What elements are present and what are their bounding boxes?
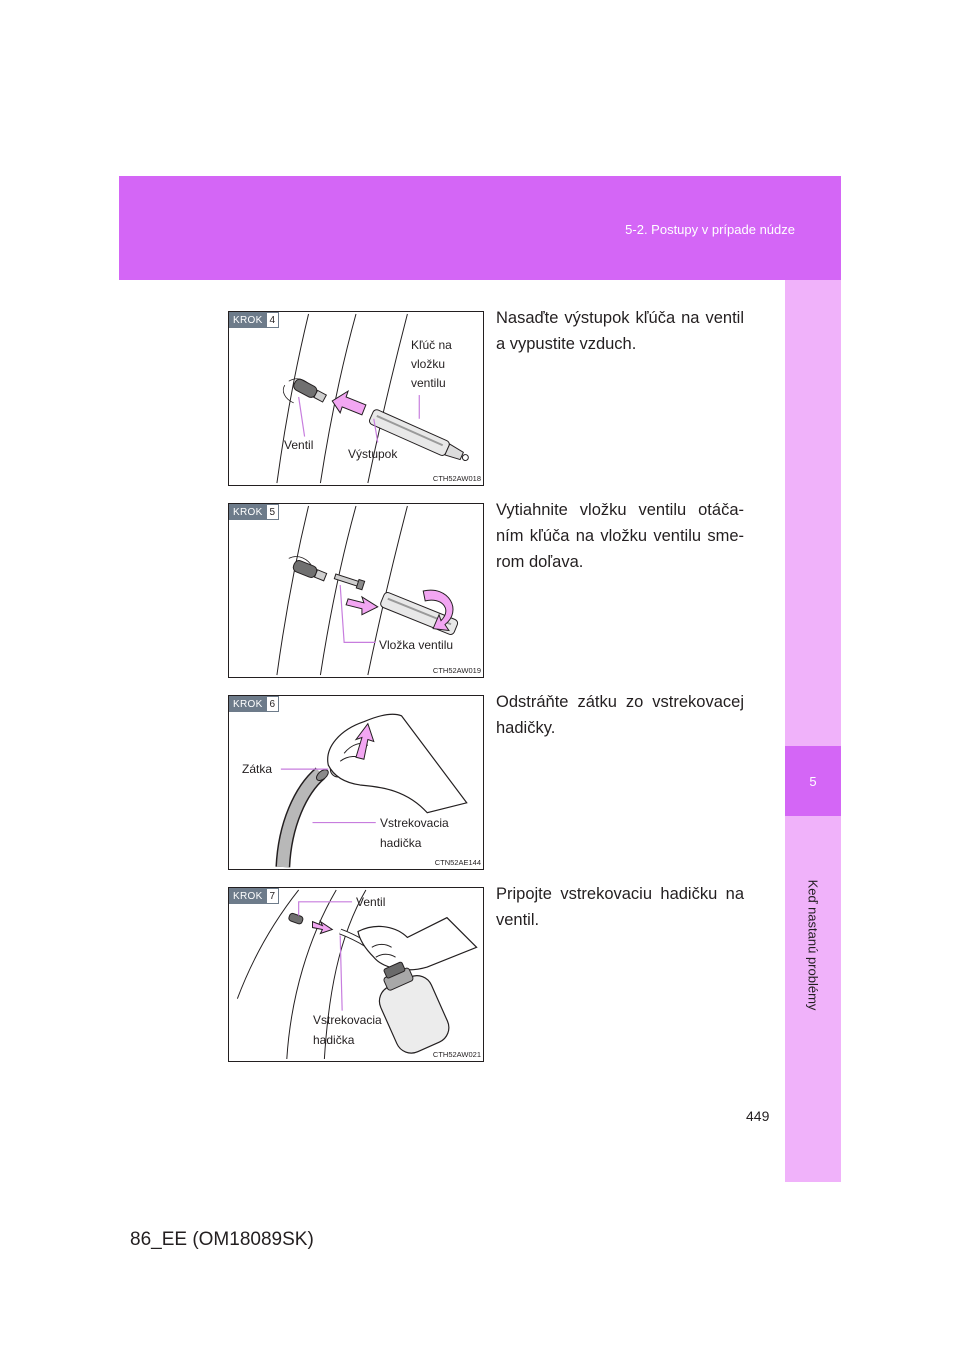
chapter-title: Keď nastanú problémy bbox=[805, 879, 821, 1011]
chapter-title-vertical: Keď nastanú problémy bbox=[785, 830, 841, 1060]
step-badge-number: 4 bbox=[266, 312, 280, 328]
callout-valve-core: Vložka ventilu bbox=[379, 638, 454, 652]
step-badge-label: KROK bbox=[229, 696, 267, 712]
step-5-text: Vytiahnite vložku ventilu otáča-ním kľúč… bbox=[496, 501, 744, 571]
step-badge: KROK 7 bbox=[229, 888, 280, 904]
page-number: 449 bbox=[746, 1108, 770, 1124]
callout-hose-line-2: hadička bbox=[380, 836, 422, 850]
step-badge-number: 5 bbox=[266, 504, 280, 520]
figure-step-7: KROK 7 Ventil Vstrekovacia hadička CTH52… bbox=[228, 887, 484, 1062]
valve-core-removal-illustration bbox=[276, 505, 459, 676]
hose-connect-illustration bbox=[236, 889, 478, 1060]
step-badge-number: 6 bbox=[266, 696, 280, 712]
callout-key-line-2: vložku bbox=[411, 357, 446, 371]
step-badge-number: 7 bbox=[266, 888, 280, 904]
step-6-text: Odstráňte zátku zo vstrekovacej hadičky. bbox=[496, 693, 744, 737]
figure-step-4: KROK 4 Kľúč na vložku ventilu Ventil Výs… bbox=[228, 311, 484, 486]
step-badge: KROK 4 bbox=[229, 312, 280, 328]
chapter-number: 5 bbox=[785, 746, 841, 816]
callout-key-line-1: Kľúč na bbox=[411, 338, 452, 352]
chapter-side-tab: 5 Keď nastanú problémy bbox=[785, 280, 841, 1182]
step-4-text: Nasaďte výstupok kľúča na ventil a vypus… bbox=[496, 309, 744, 353]
figure-step-5: KROK 5 Vložka ventilu CTH52AW019 bbox=[228, 503, 484, 678]
step-badge-label: KROK bbox=[229, 312, 267, 328]
figure-code: CTH52AW018 bbox=[432, 474, 481, 483]
step-badge-label: KROK bbox=[229, 888, 267, 904]
footer-code: 86_EE (OM18089SK) bbox=[130, 1229, 314, 1250]
callout-key-line-3: ventilu bbox=[411, 376, 446, 390]
figure-step-6: KROK 6 Zátka Vstrekovacia hadička CTN52A… bbox=[228, 695, 484, 870]
callout-hose-line-1: Vstrekovacia bbox=[313, 1013, 382, 1027]
header-bar: 5-2. Postupy v prípade núdze bbox=[119, 176, 841, 280]
callout-hose-line-1: Vstrekovacia bbox=[380, 816, 449, 830]
step-badge: KROK 6 bbox=[229, 696, 280, 712]
step-7-text: Pripojte vstrekovaciu hadičku na ventil. bbox=[496, 885, 744, 929]
section-title: 5-2. Postupy v prípade núdze bbox=[625, 222, 795, 237]
figure-code: CTN52AE144 bbox=[434, 858, 481, 867]
hose-cap-removal-illustration bbox=[275, 713, 468, 868]
figure-code: CTH52AW021 bbox=[432, 1050, 481, 1059]
step-badge: KROK 5 bbox=[229, 504, 280, 520]
callout-hose-line-2: hadička bbox=[313, 1033, 355, 1047]
callout-protrusion: Výstupok bbox=[348, 447, 398, 461]
valve-key-illustration bbox=[276, 313, 469, 484]
step-badge-label: KROK bbox=[229, 504, 267, 520]
callout-valve: Ventil bbox=[356, 895, 386, 909]
figure-code: CTH52AW019 bbox=[432, 666, 481, 675]
callout-valve: Ventil bbox=[284, 438, 314, 452]
callout-cap: Zátka bbox=[242, 762, 273, 776]
